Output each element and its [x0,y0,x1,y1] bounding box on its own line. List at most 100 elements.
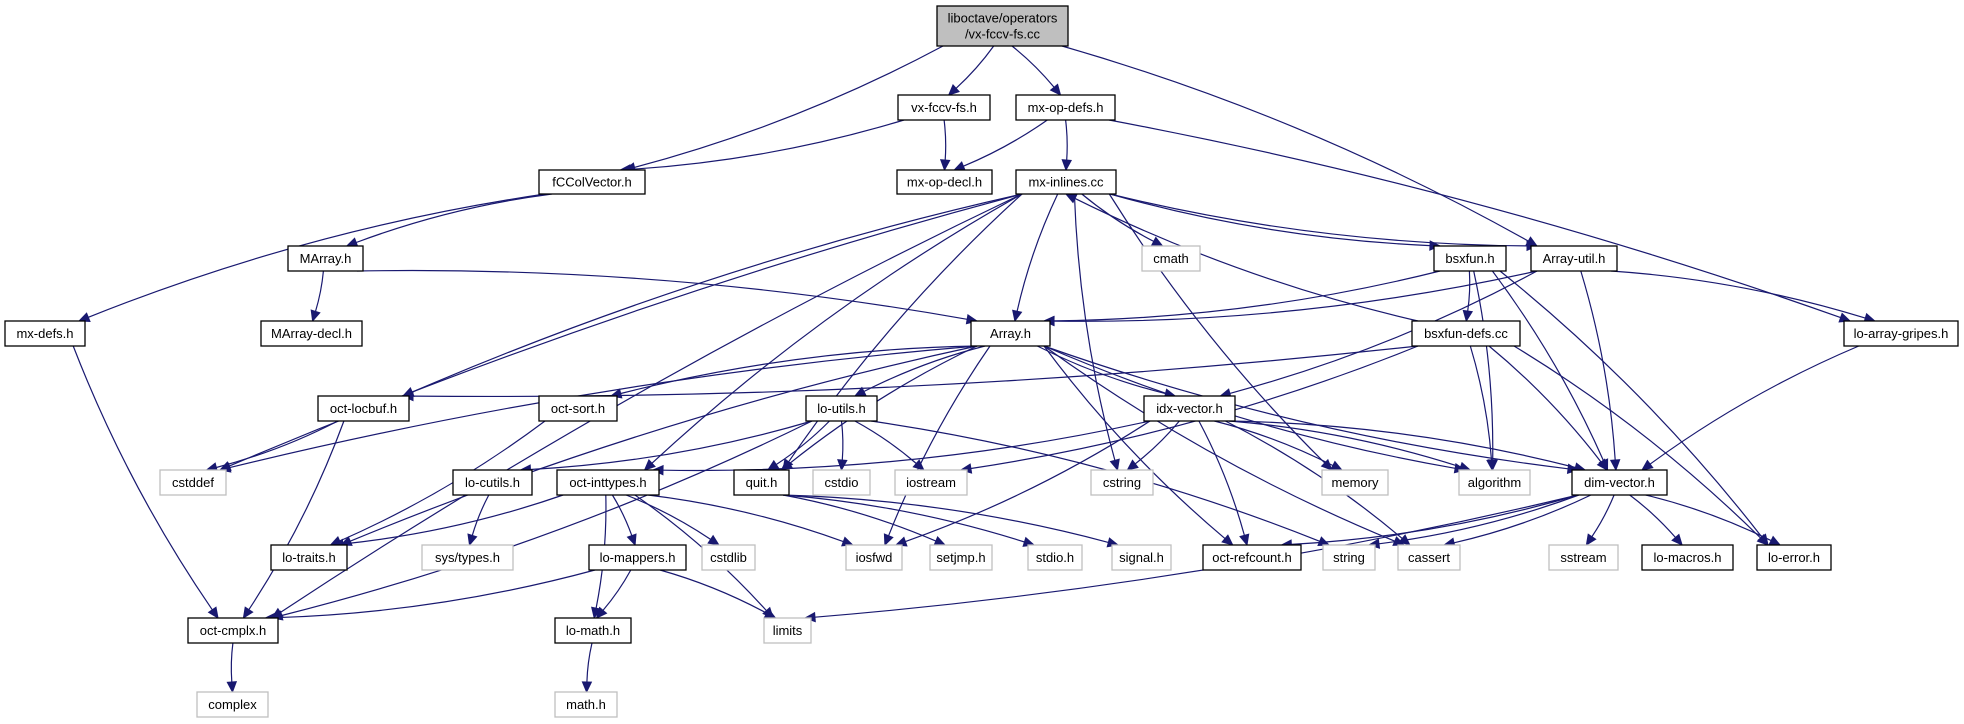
node-mx-inlines-cc[interactable]: mx-inlines.cc [1015,169,1117,195]
node-oct-cmplx-h[interactable]: oct-cmplx.h [187,617,279,644]
node-box [1843,320,1959,347]
node-cstring: cstring [1090,469,1154,496]
node-label: liboctave/operators [948,11,1058,26]
edge-array-h-to-lo-traits-h [349,345,978,542]
arrowhead-icon [1756,533,1769,546]
edge-bsxfun-h-to-dim-vector-h [1491,270,1605,462]
arrowhead-icon [1012,309,1023,323]
edge-bsxfun-defs-cc-to-dim-vector-h [1488,345,1602,463]
node-iosfwd: iosfwd [845,544,903,571]
edge-idx-vector-h-to-oct-inttypes-h [662,420,1151,472]
edge-array-h-to-oct-sort-h [620,345,978,395]
node-array-util-h[interactable]: Array-util.h [1530,245,1618,272]
edge-root-to-mx-op-defs-h [1011,45,1055,88]
arrowhead-icon [1596,458,1608,471]
node-label: iosfwd [856,550,893,565]
node-iostream: iostream [894,469,968,496]
arrowhead-icon [310,309,321,323]
node-fccolvector-h[interactable]: fCColVector.h [538,169,646,195]
node-oct-inttypes-h[interactable]: oct-inttypes.h [556,469,660,496]
node-oct-sort-h[interactable]: oct-sort.h [538,395,618,422]
node-mx-op-decl-h[interactable]: mx-op-decl.h [896,169,993,195]
edge-idx-vector-h-to-iosfwd [905,420,1151,543]
node-box [1571,469,1668,496]
node-root[interactable]: liboctave/operators/vx-fccv-fs.cc [936,5,1069,47]
edge-bsxfun-defs-cc-to-algorithm [1469,345,1493,461]
node-dim-vector-h[interactable]: dim-vector.h [1571,469,1668,496]
node-label: lo-mappers.h [600,550,676,565]
node-box [1027,544,1083,571]
edge-mx-inlines-cc-to-oct-locbuf-h [411,193,1023,393]
edge-bsxfun-h-to-bsxfun-defs-cc [1467,270,1471,312]
node-box [187,617,279,644]
edge-lo-array-gripes-h-to-dim-vector-h [1649,345,1860,465]
node-quit-h[interactable]: quit.h [733,469,790,496]
node-bsxfun-defs-cc[interactable]: bsxfun-defs.cc [1411,320,1521,347]
edge-oct-locbuf-h-to-oct-cmplx-h [248,420,345,610]
edge-dim-vector-h-to-lo-error-h [1645,494,1772,542]
node-box [1641,544,1734,571]
node-oct-locbuf-h[interactable]: oct-locbuf.h [317,395,410,422]
node-lo-math-h[interactable]: lo-math.h [554,617,632,644]
node-array-h[interactable]: Array.h [970,320,1051,347]
node-label: quit.h [746,475,778,490]
arrowhead-icon [953,161,966,171]
edge-bsxfun-defs-cc-to-mx-inlines-cc [1074,197,1419,322]
node-marray-h[interactable]: MArray.h [287,245,364,272]
node-lo-array-gripes-h[interactable]: lo-array-gripes.h [1843,320,1959,347]
edge-marray-h-to-marray-decl-h [314,270,324,312]
node-mx-op-defs-h[interactable]: mx-op-defs.h [1015,94,1116,121]
arrowhead-icon [1486,459,1497,472]
edge-oct-inttypes-h-to-iosfwd [647,494,844,543]
edge-array-h-to-iosfwd [888,345,991,536]
arrowhead-icon [1109,458,1120,472]
node-lo-mappers-h[interactable]: lo-mappers.h [588,544,687,571]
node-setjmp-h: setjmp.h [929,544,993,571]
arrowhead-icon [643,458,656,471]
edge-bsxfun-h-to-lo-error-h [1499,270,1763,538]
arrowhead-icon [226,681,238,694]
node-oct-refcount-h[interactable]: oct-refcount.h [1202,544,1302,571]
node-label: lo-math.h [566,623,620,638]
node-bsxfun-h[interactable]: bsxfun.h [1433,245,1507,272]
edge-array-h-to-lo-utils-h [863,345,986,393]
node-label: MArray-decl.h [271,326,352,341]
edge-root-to-vx-fccv-fs-h [955,45,995,89]
node-lo-error-h[interactable]: lo-error.h [1756,544,1832,571]
node-lo-cutils-h[interactable]: lo-cutils.h [452,469,533,496]
node-box [1322,544,1376,571]
arrowhead-icon [1221,534,1234,546]
node-mx-defs-h[interactable]: mx-defs.h [4,320,86,347]
node-lo-macros-h[interactable]: lo-macros.h [1641,544,1734,571]
edge-lo-cutils-h-to-sys-types-h [471,494,490,536]
node-label: stdio.h [1036,550,1074,565]
node-box [805,395,878,422]
node-cstdlib: cstdlib [701,544,756,571]
arrowhead-icon [1585,533,1597,547]
edge-root-to-array-util-h [1061,45,1529,242]
node-box [1015,94,1116,121]
node-box [929,544,993,571]
edge-idx-vector-h-to-cassert [1225,420,1403,539]
edge-mx-inlines-cc-to-array-util-h [1109,193,1528,247]
node-label: cassert [1408,550,1450,565]
edge-idx-vector-h-to-dim-vector-h [1228,420,1576,469]
edge-oct-inttypes-h-to-lo-mappers-h [611,494,633,536]
edge-mx-inlines-cc-to-quit-h [788,193,1023,463]
node-marray-decl-h[interactable]: MArray-decl.h [260,320,363,347]
node-cmath: cmath [1141,245,1201,272]
node-idx-vector-h[interactable]: idx-vector.h [1143,395,1236,422]
edge-idx-vector-h-to-cstring [1134,420,1180,465]
node-label: complex [208,697,257,712]
arrowhead-icon [933,535,947,546]
arrowhead-icon [1768,535,1782,546]
node-vx-fccv-fs-h[interactable]: vx-fccv-fs.h [897,94,991,121]
arrowhead-icon [626,533,637,547]
node-box [1458,469,1531,496]
arrowhead-icon [1671,533,1683,546]
node-lo-utils-h[interactable]: lo-utils.h [805,395,878,422]
edge-array-util-h-to-array-h [1053,270,1538,322]
node-box [1548,544,1619,571]
node-lo-traits-h[interactable]: lo-traits.h [270,544,348,571]
edge-mx-inlines-cc-to-cmath [1081,193,1154,242]
